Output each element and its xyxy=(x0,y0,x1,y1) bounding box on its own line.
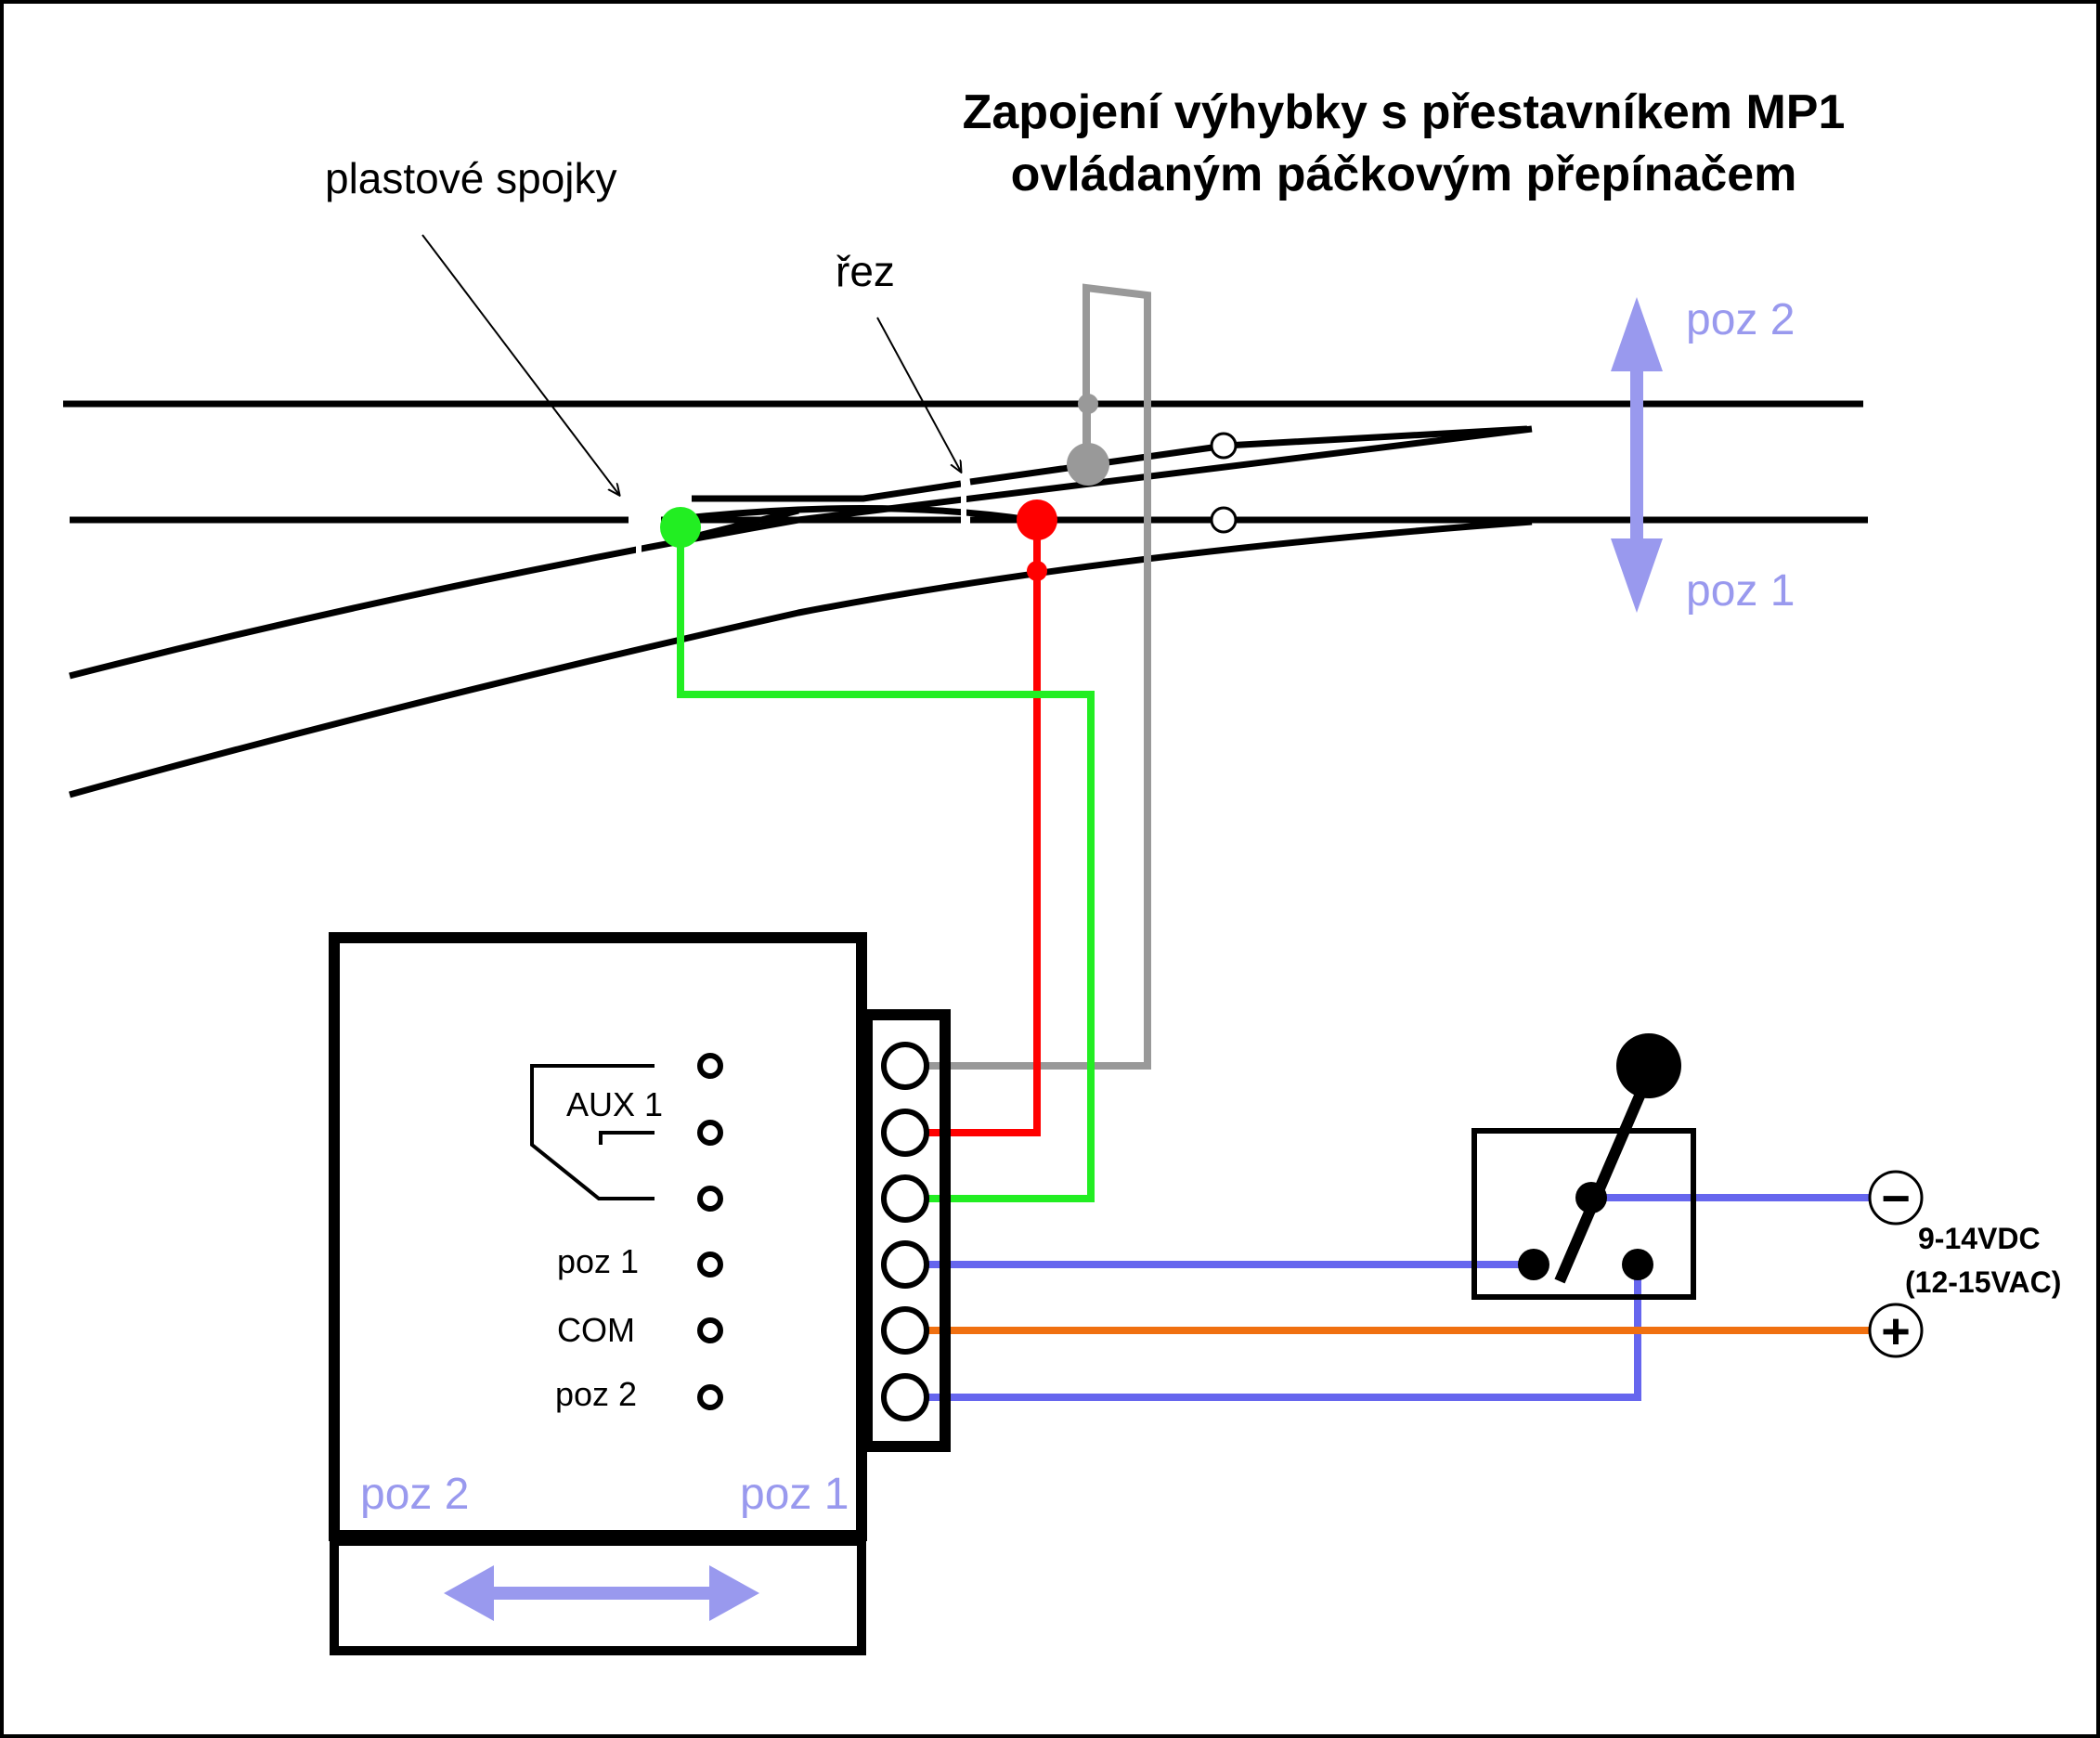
module-pos1-label: poz 1 xyxy=(740,1470,849,1519)
pin-aux-1 xyxy=(697,1053,723,1079)
wire-blue-pos2 xyxy=(905,1265,1641,1401)
gray-pivot-large xyxy=(1067,443,1109,486)
pin-com xyxy=(697,1317,723,1343)
power-minus-terminal xyxy=(1868,1170,1924,1226)
plastic-joiners-pointer xyxy=(421,234,619,495)
toggle-contact-common xyxy=(1575,1182,1607,1213)
terminal-screw-3 xyxy=(881,1174,929,1223)
diagram-title-line1: Zapojení výhybky s přestavníkem MP1 xyxy=(963,85,1846,139)
terminal-block xyxy=(862,1009,951,1452)
pin-aux-2 xyxy=(697,1120,723,1146)
wire-gray xyxy=(905,283,1151,1070)
power-plus-terminal xyxy=(1868,1303,1924,1358)
toggle-lever-knob xyxy=(1616,1033,1681,1098)
toggle-switch xyxy=(1471,1033,1696,1300)
mp1-module: AUX 1 poz 1 COM poz 2 poz 2 poz 1 xyxy=(329,932,951,1655)
power-voltage-dc: 9-14VDC xyxy=(1918,1222,2041,1255)
aux-label: AUX 1 xyxy=(566,1085,663,1123)
gray-pivot-small xyxy=(1078,394,1098,414)
red-rail-dot xyxy=(1027,561,1047,581)
diagram-title-line2: ovládaným páčkovým přepínačem xyxy=(1011,148,1797,201)
aux-relay-symbol xyxy=(530,1064,655,1200)
slider-double-arrow xyxy=(444,1565,759,1621)
terminal-screw-5 xyxy=(881,1306,929,1355)
toggle-switch-body xyxy=(1471,1128,1696,1300)
toggle-switch-lever xyxy=(1554,1063,1658,1284)
rail-gaps xyxy=(636,469,966,557)
terminal-screw-4 xyxy=(881,1240,929,1289)
pin-pos2-label: poz 2 xyxy=(555,1375,637,1413)
wire-green xyxy=(677,527,1095,1202)
contact-circle-upper xyxy=(1210,432,1238,460)
power-voltage-ac: (12-15VAC) xyxy=(1905,1265,2061,1299)
module-pos2-label: poz 2 xyxy=(360,1470,469,1519)
cut-pointer xyxy=(876,317,961,472)
switch-blade-lower xyxy=(668,505,1031,524)
cut-label: řez xyxy=(836,247,895,295)
position-double-arrow xyxy=(1611,297,1663,613)
toggle-contact-pos2 xyxy=(1622,1249,1653,1280)
pin-pos2 xyxy=(697,1384,723,1410)
plastic-joiners-label: plastové spojky xyxy=(325,154,617,202)
toggle-contact-pos1 xyxy=(1518,1249,1549,1280)
pin-pos1-label: poz 1 xyxy=(557,1242,639,1280)
pin-aux-3 xyxy=(697,1186,723,1212)
mp1-slider-housing xyxy=(330,1537,866,1655)
contact-circle-lower xyxy=(1210,506,1238,534)
power-minus-sign: − xyxy=(1881,1171,1911,1226)
power-plus-sign: + xyxy=(1881,1304,1911,1359)
pin-pos1 xyxy=(697,1252,723,1278)
terminal-screw-2 xyxy=(881,1109,929,1157)
position-1-label: poz 1 xyxy=(1686,566,1795,616)
turnout-tracks xyxy=(63,400,1868,798)
diverging-rail-inner xyxy=(69,518,1533,798)
red-terminal-dot xyxy=(1017,499,1057,540)
green-frog-dot xyxy=(660,507,701,548)
terminal-screw-1 xyxy=(881,1042,929,1090)
terminal-screw-6 xyxy=(881,1373,929,1421)
position-2-label: poz 2 xyxy=(1686,295,1795,344)
pin-com-label: COM xyxy=(557,1311,635,1349)
